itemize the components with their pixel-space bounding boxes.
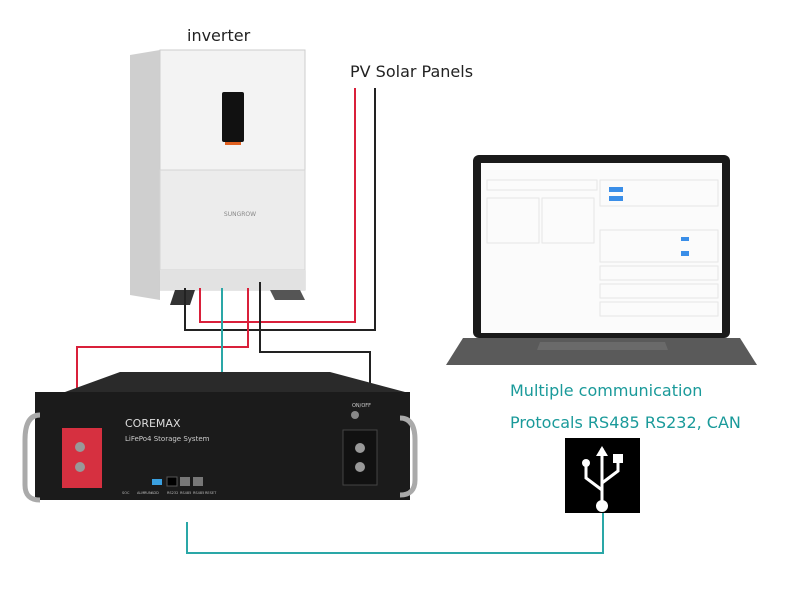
on-off-label: ON/OFF xyxy=(352,403,371,409)
port-label: RS232 xyxy=(167,491,178,495)
usb-icon xyxy=(565,438,640,513)
port-label: SOC xyxy=(122,491,130,495)
communication-label-line1: Multiple communication xyxy=(510,381,703,400)
inverter-unit: SUNGROW xyxy=(130,49,306,305)
port-label: RS485 xyxy=(193,491,204,495)
inverter-label: inverter xyxy=(187,26,251,45)
laptop xyxy=(446,155,757,365)
pv-solar-panels-label: PV Solar Panels xyxy=(350,62,474,81)
port-label: RUN xyxy=(144,491,152,495)
comm-wire-usb xyxy=(186,508,604,554)
inverter-logo: SUNGROW xyxy=(224,211,256,218)
port-label: ADD xyxy=(151,491,159,495)
battery-model: LiFePo4 Storage System xyxy=(125,435,210,443)
battery-unit: COREMAX LiFePo4 Storage System ON/OFF SO… xyxy=(22,372,418,503)
communication-label-line2: Protocals RS485 RS232, CAN xyxy=(510,413,741,432)
port-label: ALM xyxy=(137,491,144,495)
port-label: RS485 xyxy=(180,491,191,495)
pv-positive-wire xyxy=(199,88,356,323)
port-label: RESET xyxy=(205,491,217,495)
pv-negative-wire xyxy=(184,88,376,331)
battery-brand: COREMAX xyxy=(125,417,181,430)
